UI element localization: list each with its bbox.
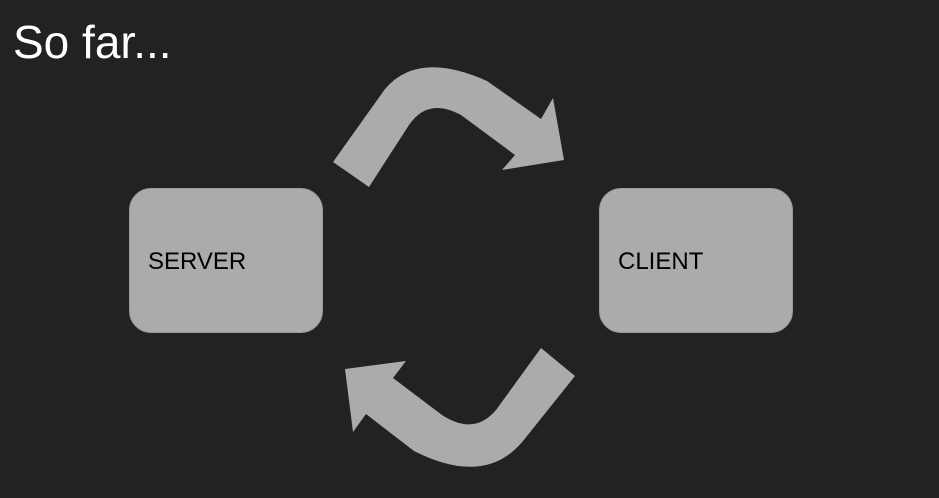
request-arrow-shape [333,67,564,187]
server-label: SERVER [148,248,247,275]
server-box: SERVER [129,188,323,333]
response-arrow-shape [345,348,575,467]
slide-title: So far... [13,16,172,68]
client-label: CLIENT [618,248,704,275]
client-box: CLIENT [599,188,793,333]
